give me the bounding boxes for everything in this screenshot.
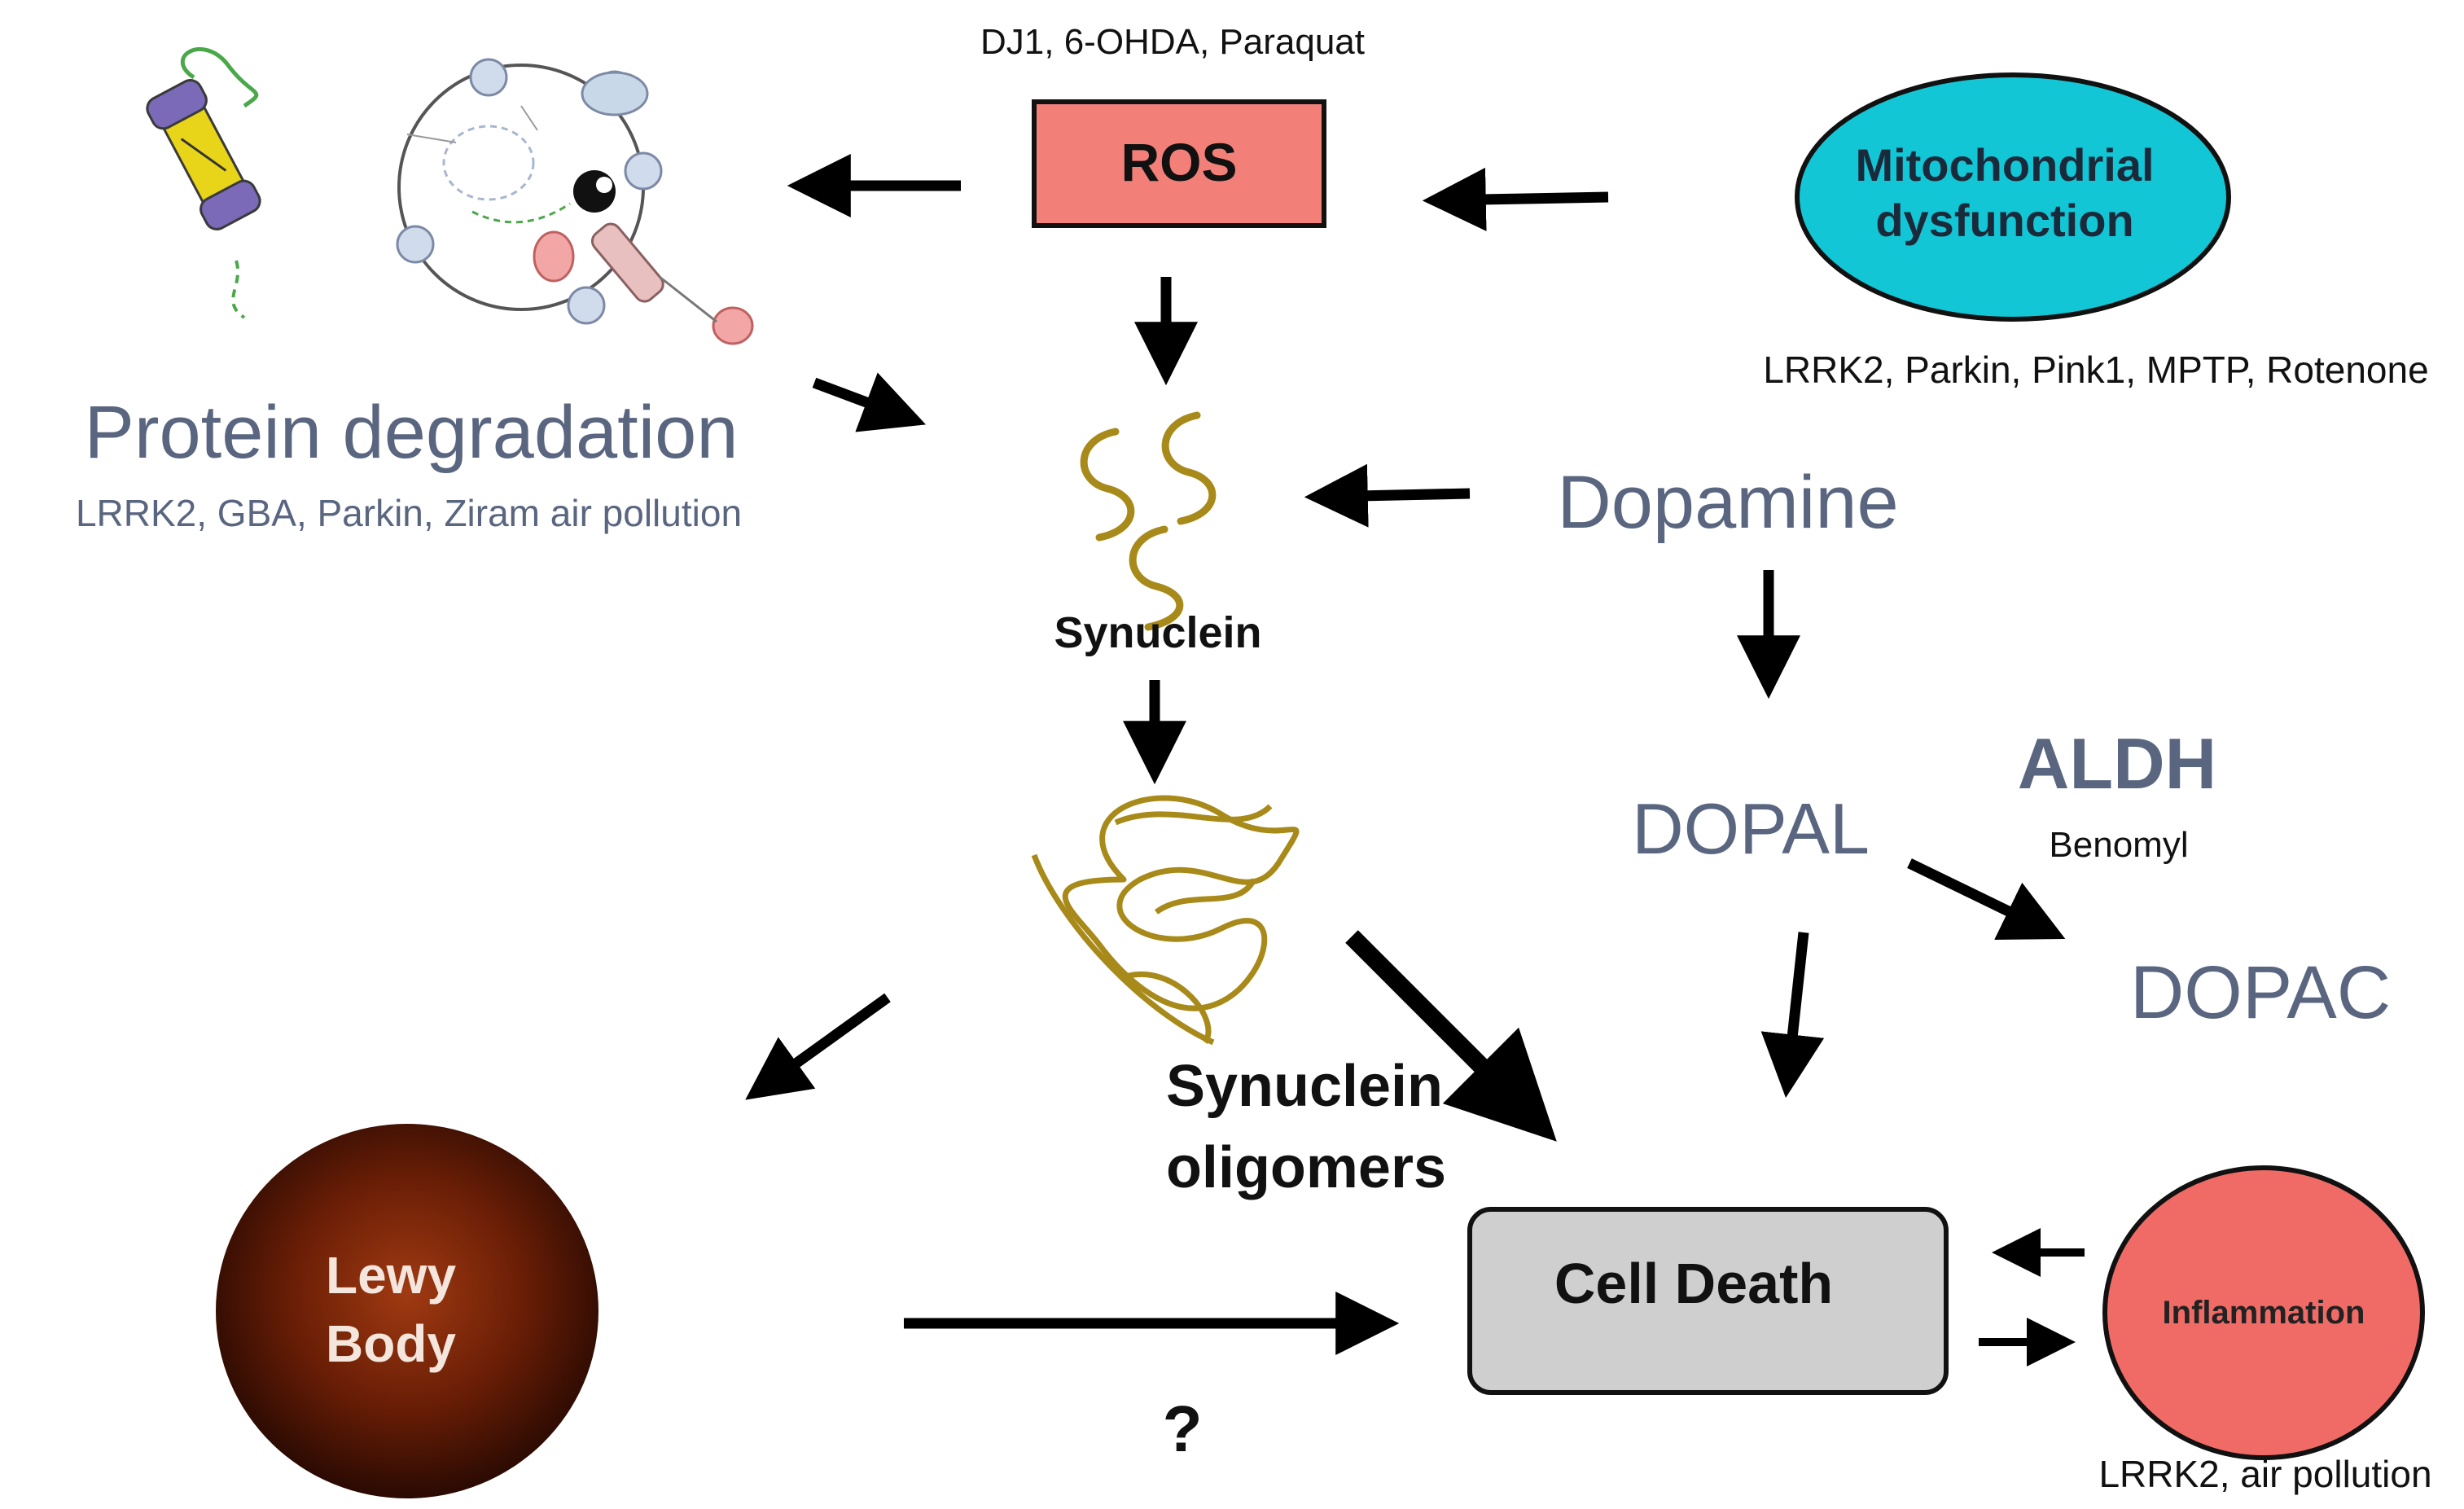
mitochondrial-dysfunction-node: Mitochondrial dysfunction: [1795, 72, 2231, 322]
cell-death-box: [1467, 1207, 1949, 1395]
arrow-dopal-to-celldeath: [1760, 932, 1825, 1099]
arrow-protein-to-synuclein: [812, 372, 927, 432]
lewy-body-node: Lewy Body: [216, 1124, 598, 1498]
cell-death-label: Cell Death: [1554, 1252, 1833, 1315]
dopal-label: DOPAL: [1632, 788, 1870, 869]
aldh-causes: Benomyl: [2049, 825, 2188, 865]
lewy-label-line2: Body: [326, 1314, 456, 1373]
mito-ellipse: [1795, 72, 2231, 322]
inflammation-ellipse: [2102, 1165, 2425, 1460]
arrow-dopal-to-dopac: [1907, 858, 2066, 940]
lewy-label-line1: Lewy: [326, 1246, 456, 1305]
question-mark: ?: [1163, 1393, 1203, 1465]
arrow-dopamine-to-synuclein: [1304, 463, 1471, 528]
inflammation-causes: LRRK2, air pollution: [2098, 1453, 2431, 1495]
mito-label-line1: Mitochondrial: [1855, 139, 2154, 191]
lewy-body-circle: [216, 1124, 598, 1498]
arrow-oligomers-to-celldeath: [1345, 930, 1557, 1142]
arrows: [745, 154, 2085, 1366]
protein-degradation-label: Protein degradation: [84, 391, 738, 474]
proteasome-illustration: [146, 47, 261, 319]
dopac-label: DOPAC: [2130, 951, 2391, 1034]
dopamine-label: Dopamine: [1557, 461, 1898, 544]
ros-causes: DJ1, 6-OHDA, Paraquat: [980, 22, 1365, 62]
mito-label-line2: dysfunction: [1875, 195, 2133, 246]
ros-box: [1032, 99, 1326, 228]
inflammation-label: Inflammation: [2163, 1295, 2365, 1331]
arrow-mito-to-ros: [1422, 167, 1609, 231]
ros-label: ROS: [1120, 132, 1237, 192]
arrow-oligomers-to-lewy: [745, 993, 891, 1100]
cell-death-node: Cell Death: [1467, 1207, 1949, 1395]
mito-causes: LRRK2, Parkin, Pink1, MPTP, Rotenone: [1763, 349, 2428, 391]
oligomers-label-line1: Synuclein: [1166, 1054, 1443, 1119]
protein-degradation-causes: LRRK2, GBA, Parkin, Ziram air pollution: [76, 492, 742, 534]
inflammation-node: Inflammation: [2102, 1165, 2425, 1460]
synuclein-oligomer-icon: [1031, 795, 1300, 1046]
synuclein-monomer-icon: [1080, 411, 1217, 631]
synuclein-label: Synuclein: [1054, 608, 1261, 657]
cell-illustration: [396, 58, 754, 345]
aldh-label: ALDH: [2018, 723, 2216, 804]
oligomers-label-line2: oligomers: [1166, 1135, 1446, 1200]
ros-node: ROS: [1032, 99, 1326, 228]
